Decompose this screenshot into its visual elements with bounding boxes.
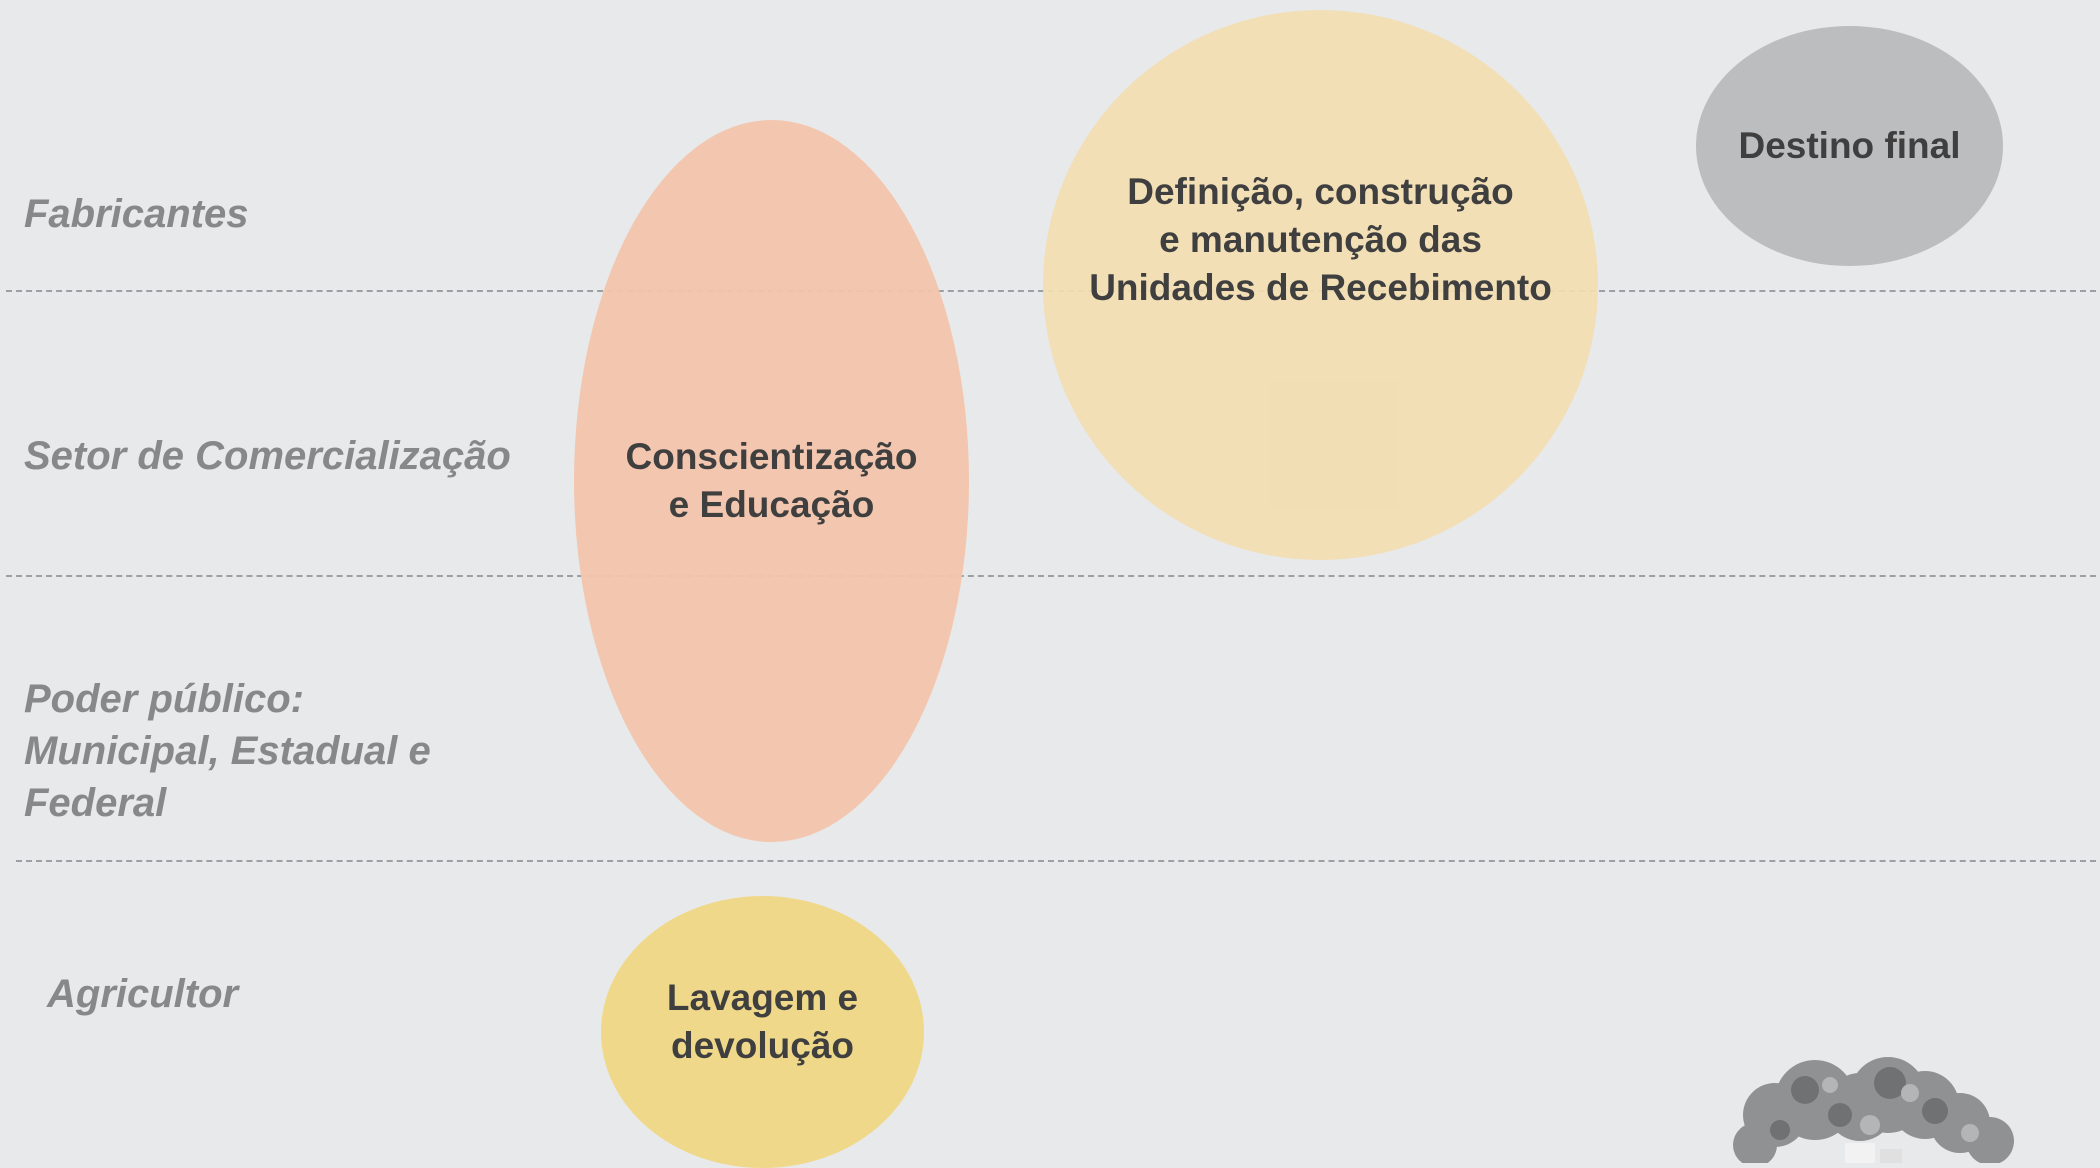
bubble-destino-label: Destino final	[1738, 125, 1961, 166]
row-label-setor-comercializacao: Setor de Comercialização	[24, 434, 511, 478]
bubble-lavagem-label: Lavagem e devolução	[666, 977, 859, 1066]
bubble-lavagem-devolucao: Lavagem e devolução	[601, 896, 924, 1168]
bubble-definicao-unidades-recebimento: Definição, construção e manutenção das U…	[1043, 10, 1598, 560]
row-divider-poder-publico	[16, 860, 2096, 862]
row-label-fabricantes: Fabricantes	[24, 192, 249, 236]
bubble-conscientizacao-label: Conscientização e Educação	[625, 436, 918, 525]
row-label-poder-publico: Poder público: Municipal, Estadual e Fed…	[24, 677, 431, 825]
row-label-agricultor: Agricultor	[47, 972, 239, 1016]
bubble-definicao-label: Definição, construção e manutenção das U…	[1089, 171, 1552, 308]
bubble-destino-final: Destino final	[1696, 26, 2003, 266]
bubble-conscientizacao-educacao: Conscientização e Educação	[574, 120, 969, 842]
row-divider-comercializacao	[6, 575, 2096, 577]
trees-illustration-icon	[1733, 1057, 2014, 1163]
